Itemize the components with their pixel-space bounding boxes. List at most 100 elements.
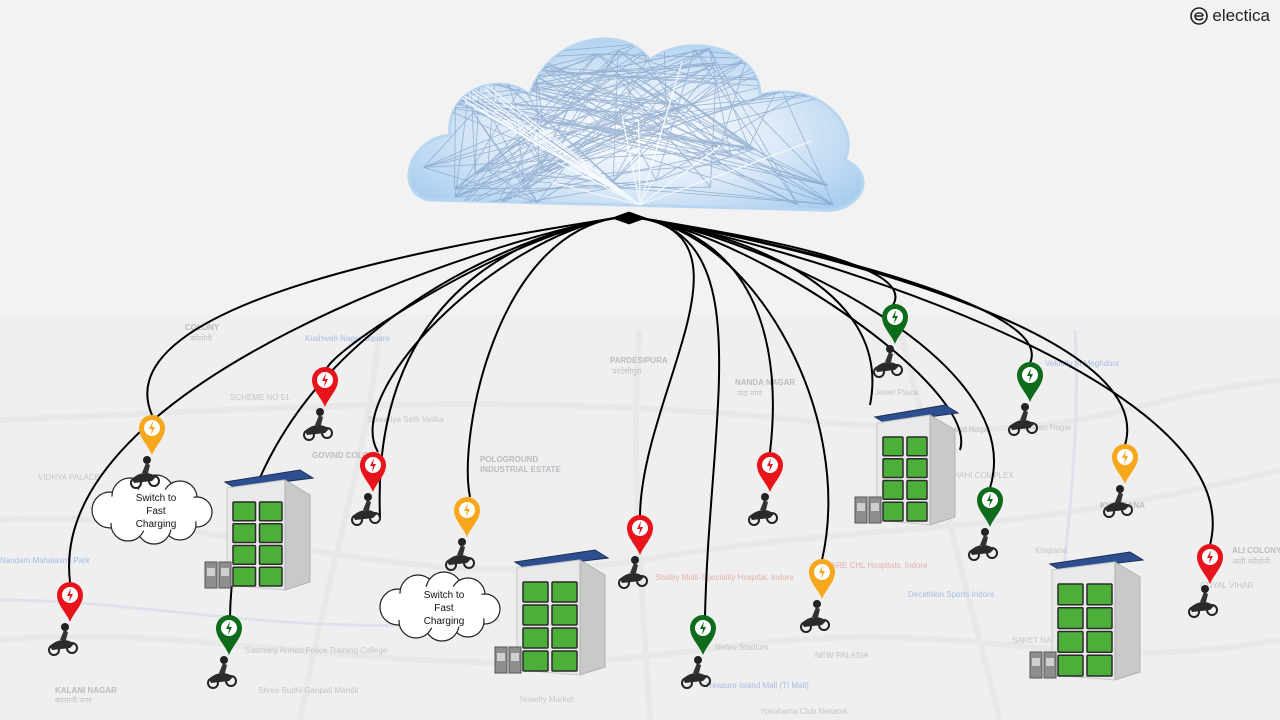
scooter-rider-icon bbox=[207, 656, 237, 689]
scooter-rider-icon bbox=[1008, 403, 1038, 436]
map-label: POLOGROUND bbox=[480, 455, 538, 464]
map-pin-lightning-icon bbox=[757, 452, 783, 492]
arrowhead-left bbox=[611, 211, 629, 225]
map-pin-lightning-icon bbox=[139, 415, 165, 455]
map-label: Vivekanand Nagar bbox=[925, 425, 991, 434]
scooter-rider-icon bbox=[618, 556, 648, 589]
connector-curve bbox=[371, 217, 616, 453]
connector-curve bbox=[639, 217, 830, 561]
connector-curve bbox=[639, 217, 721, 618]
connector-curve bbox=[639, 217, 995, 489]
scooter-rider-icon bbox=[1188, 585, 1218, 618]
scooter-rider-icon bbox=[873, 345, 903, 378]
cloud-network-icon bbox=[407, 37, 865, 212]
connector-curve bbox=[639, 217, 963, 451]
electica-logo-icon bbox=[1190, 7, 1209, 25]
arrowhead-right bbox=[629, 211, 647, 225]
scooter-rider-icon bbox=[800, 600, 830, 633]
connector-curve bbox=[639, 217, 874, 406]
connector-curve bbox=[325, 217, 616, 373]
map-label: नंदा नगर bbox=[737, 389, 763, 398]
scooter-rider-icon bbox=[1103, 485, 1133, 518]
connector-curve bbox=[466, 217, 616, 498]
connector-curve bbox=[639, 217, 695, 516]
scooter-rider-icon bbox=[351, 493, 381, 526]
map-label: CARE CHL Hospitals, Indore bbox=[825, 561, 928, 570]
map-pin-lightning-icon bbox=[1197, 544, 1223, 584]
map-label: Sasmanji Armed Police Training College bbox=[245, 646, 388, 655]
map-label: SAKET NAGAR bbox=[1012, 636, 1069, 645]
map-label: Kushwah Nagar Square bbox=[305, 334, 390, 343]
map-label: Decathlon Sports Indore bbox=[908, 590, 995, 599]
map-label: COLONY bbox=[185, 323, 220, 332]
map-label: Khajrana bbox=[1035, 546, 1068, 555]
map-label: अली कॉलोनी bbox=[1232, 556, 1271, 566]
map-pin-lightning-icon bbox=[57, 582, 83, 622]
map-pin-lightning-icon bbox=[627, 515, 653, 555]
brand-name: electica bbox=[1212, 6, 1270, 25]
map-label: Shree Budhi Ganpati Mandir bbox=[258, 686, 359, 695]
map-label: GOYAL VIHAR bbox=[1200, 581, 1254, 590]
scooter-rider-icon bbox=[445, 538, 475, 571]
map-pin-lightning-icon bbox=[216, 615, 242, 655]
scooter-rider-icon bbox=[130, 456, 160, 489]
connector-curve bbox=[639, 217, 774, 453]
map-pin-lightning-icon bbox=[1112, 444, 1138, 484]
map-label: Yokohama Club Network bbox=[760, 707, 849, 716]
battery-swap-station-icon bbox=[854, 404, 960, 526]
map-pin-lightning-icon bbox=[454, 497, 480, 537]
map-label: SCHEME NO 51 bbox=[230, 393, 290, 402]
map-label: ALI COLONY bbox=[1232, 546, 1280, 555]
map-label: Nandam Mahalaxmi Park bbox=[0, 556, 91, 565]
map-label: GOVIND COLONY bbox=[312, 451, 381, 460]
bubble-text: Charging bbox=[136, 519, 177, 530]
battery-swap-station-icon bbox=[204, 469, 315, 591]
map-label: Jewel Plaza bbox=[875, 388, 918, 397]
connector-curve bbox=[146, 217, 616, 416]
connector-lines bbox=[68, 211, 1214, 618]
electica-logo: electica bbox=[1189, 6, 1270, 26]
map-label: Chandan Nagar bbox=[1015, 423, 1072, 432]
scooter-rider-icon bbox=[48, 623, 78, 656]
connector-curve bbox=[68, 217, 616, 583]
map-label: INDUSTRIAL ESTATE bbox=[480, 465, 562, 474]
map-pin-lightning-icon bbox=[882, 304, 908, 344]
map-label: कॉलोनी bbox=[190, 333, 213, 343]
scooter-rider-icon bbox=[748, 493, 778, 526]
map-label: कालानी नगर bbox=[55, 695, 92, 705]
map-label: परदेसीपुरा bbox=[612, 366, 642, 377]
connector-curve bbox=[378, 217, 616, 518]
battery-swap-station-icon bbox=[494, 549, 610, 676]
map-pin-lightning-icon bbox=[809, 559, 835, 599]
map-label: KALANI NAGAR bbox=[55, 686, 117, 695]
map-pin-lightning-icon bbox=[312, 367, 338, 407]
map-label: Treasure Island Mall (TI Mall) bbox=[705, 681, 809, 690]
scooter-rider-icon bbox=[681, 656, 711, 689]
map-pin-lightning-icon bbox=[977, 487, 1003, 527]
bubble-text: Fast bbox=[434, 603, 454, 614]
map-label: Shalby Multi-Speciality Hospital, Indore bbox=[655, 573, 794, 582]
map-pin-lightning-icon bbox=[1017, 362, 1043, 402]
map-label: SHAHI COMPLEX bbox=[948, 471, 1014, 480]
map-label: PARDESIPURA bbox=[610, 356, 668, 365]
map-label: Nehru Stadium bbox=[715, 643, 769, 652]
map-label: Novelty Market bbox=[520, 695, 574, 704]
map-label: Sawariya Seth Vatika bbox=[368, 415, 444, 424]
map-pin-lightning-icon bbox=[360, 452, 386, 492]
scooter-rider-icon bbox=[968, 528, 998, 561]
scooter-rider-icon bbox=[303, 408, 333, 441]
bubble-text: Charging bbox=[424, 616, 465, 627]
bubble-text: Switch to bbox=[424, 590, 465, 601]
map-pin-lightning-icon bbox=[690, 615, 716, 655]
map-label: VIDHYA PALACE bbox=[38, 473, 100, 482]
bubble-text: Fast bbox=[146, 506, 166, 517]
connector-curve bbox=[639, 217, 1033, 364]
battery-swap-station-icon bbox=[1029, 551, 1145, 681]
bubble-text: Switch to bbox=[136, 493, 177, 504]
map-label: NEW PALASIA bbox=[815, 651, 869, 660]
map-label: NANDA NAGAR bbox=[735, 378, 795, 387]
